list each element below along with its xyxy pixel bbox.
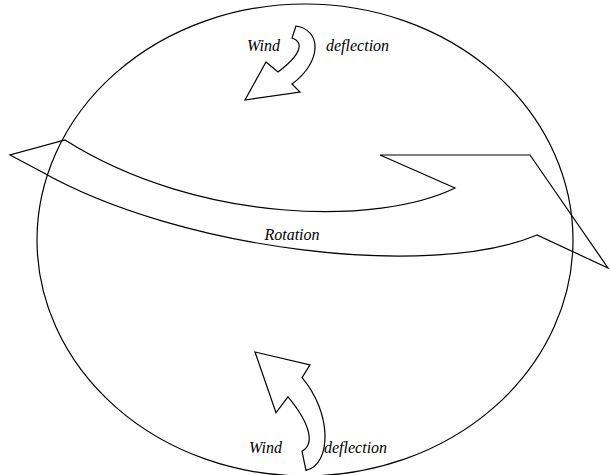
arrow-label: deflection — [326, 37, 389, 55]
arrow-label: Wind — [247, 37, 280, 55]
band-label: Rotation — [264, 226, 319, 244]
deflection-arrow — [245, 26, 315, 100]
band-arrow-path — [10, 140, 608, 268]
rotation-band-arrow: Rotation — [0, 130, 610, 280]
band-outline — [0, 130, 610, 280]
globe-outline — [37, 4, 573, 475]
arrow-label: Wind — [249, 439, 282, 457]
arrow-label: deflection — [324, 439, 387, 457]
